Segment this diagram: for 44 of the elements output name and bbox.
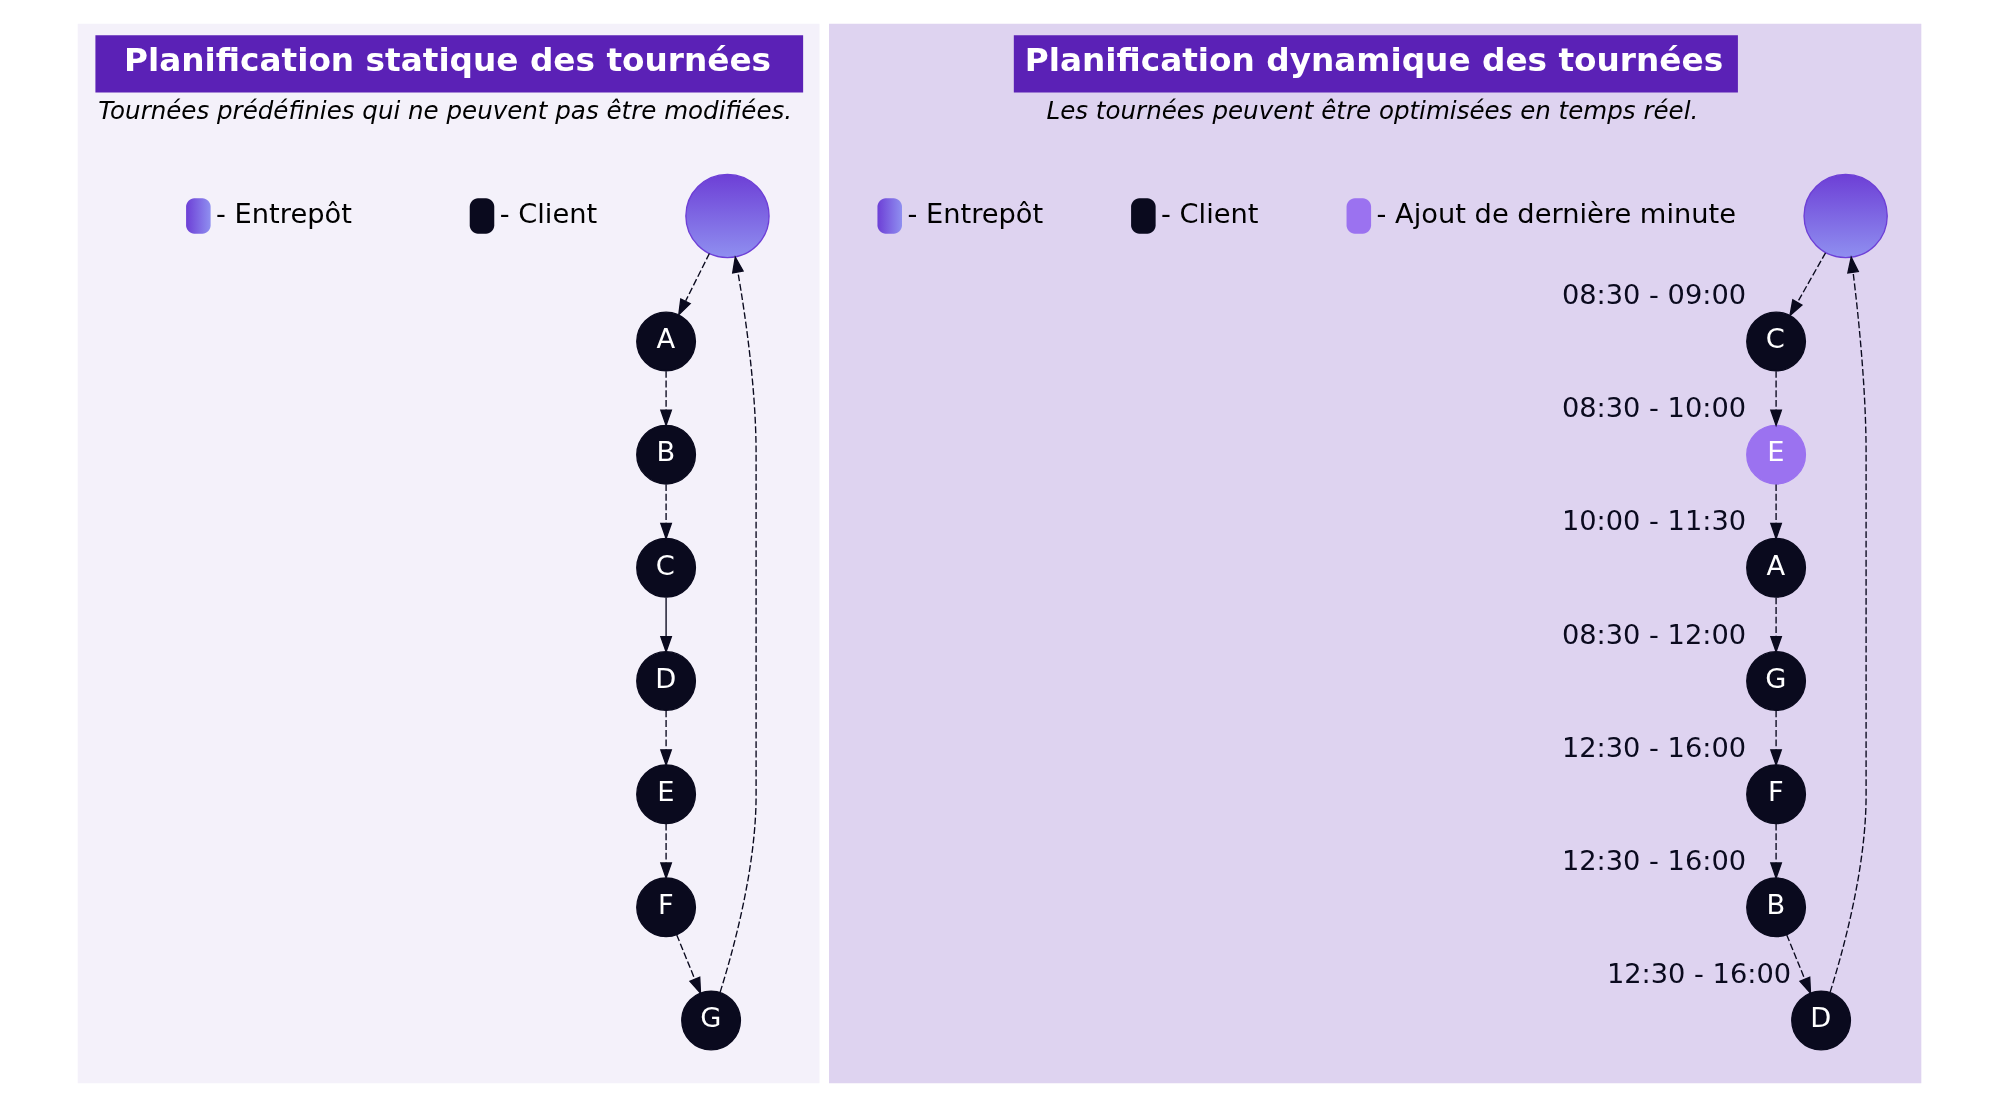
arrow [659, 370, 673, 428]
arrow [1769, 370, 1783, 428]
arrow [1788, 252, 1827, 318]
node-circle [685, 173, 770, 259]
node-circle: G [681, 990, 742, 1051]
node-circle: F [1746, 764, 1807, 825]
legend-label: - Ajout de dernière minute [1376, 197, 1737, 229]
node-label: 10:00 - 11:30 [1561, 505, 1747, 537]
node-circle: A [636, 311, 697, 372]
node-circle [1803, 173, 1888, 259]
node-circle: F [636, 877, 697, 938]
legend-label: - Client [499, 197, 598, 229]
arrow [659, 596, 673, 654]
node-circle: E [1746, 424, 1807, 485]
arrow [1829, 255, 1867, 993]
arrow [1769, 483, 1783, 541]
node-circle: G [1746, 651, 1807, 711]
arrow [1786, 934, 1812, 996]
legend-label: - Entrepôt [216, 197, 352, 229]
arrow [719, 255, 757, 993]
arrow [1769, 823, 1783, 881]
arrow [676, 934, 702, 996]
node-label: 12:30 - 16:00 [1561, 731, 1747, 763]
node-circle: B [636, 424, 697, 485]
node-circle: C [1746, 311, 1807, 372]
arrow [659, 483, 673, 541]
node-label: 08:30 - 12:00 [1561, 618, 1747, 650]
node-circle: B [1746, 877, 1807, 938]
legend-label: - Client [1161, 197, 1259, 229]
arrow [659, 710, 673, 767]
arrow [677, 252, 711, 317]
node-circle: C [636, 537, 697, 598]
node-label: 08:30 - 09:00 [1561, 278, 1747, 310]
arrow [659, 823, 673, 881]
node-label: 12:30 - 16:00 [1606, 958, 1792, 990]
node-circle: D [636, 651, 697, 711]
node-circle: E [636, 764, 697, 825]
arrow [1769, 596, 1783, 654]
node-circle: D [1791, 990, 1852, 1051]
node-label: 12:30 - 16:00 [1561, 844, 1747, 876]
node-circle: A [1746, 537, 1807, 598]
arrow [1769, 710, 1783, 767]
node-label: 08:30 - 10:00 [1561, 392, 1747, 424]
legend-label: - Entrepôt [907, 197, 1044, 229]
